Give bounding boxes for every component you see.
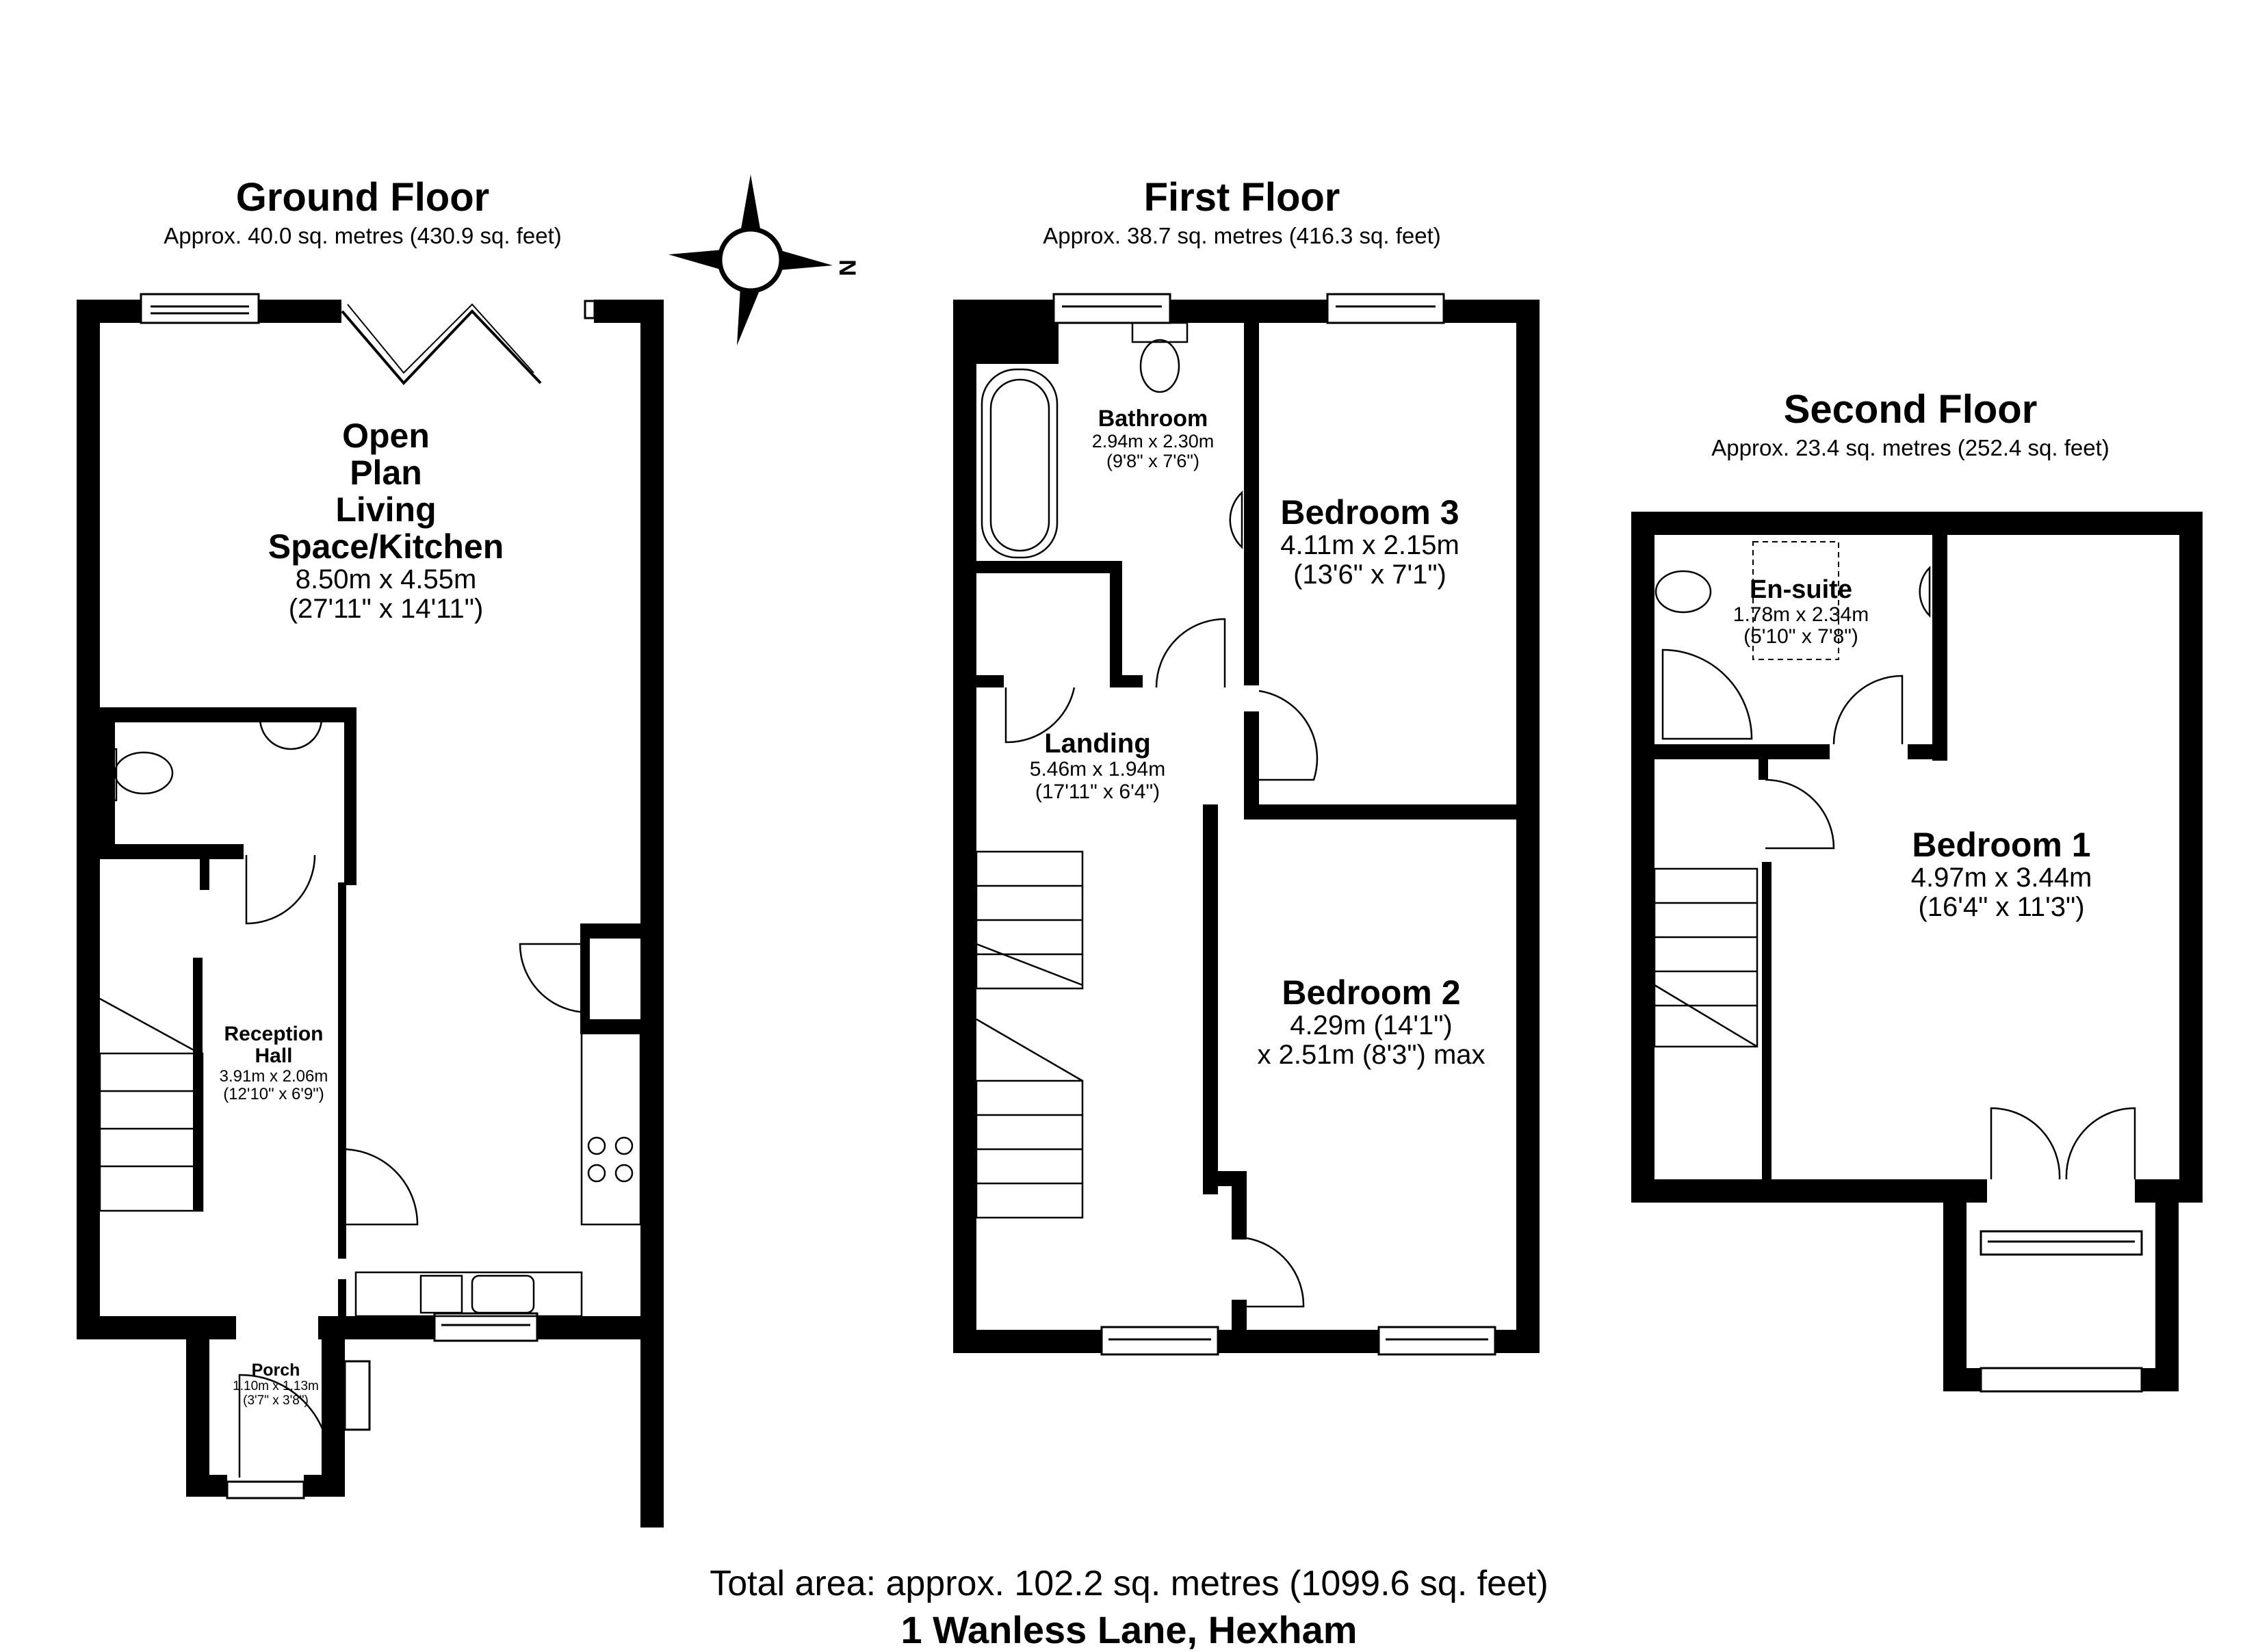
room-name: Bathroom: [1098, 406, 1208, 432]
window: [433, 1312, 538, 1342]
room-dimensions-imperial: (12'10" x 6'9"): [223, 1084, 324, 1103]
room-name: Open: [342, 417, 430, 455]
room-name: Reception: [224, 1023, 324, 1045]
floor-area: Approx. 23.4 sq. metres (252.4 sq. feet): [1711, 434, 2110, 460]
room-dimensions-metric: 4.97m x 3.44m: [1910, 863, 2092, 893]
property-address: 1 Wanless Lane, Hexham: [900, 1608, 1358, 1651]
room-en-suite: En-suite 1.78m x 2.34m (5'10" x 7'8"): [1733, 575, 1869, 648]
room-dimensions-imperial: (16'4" x 11'3"): [1918, 892, 2085, 923]
window: [1377, 1326, 1496, 1356]
ground-floor-walls: [77, 300, 664, 1528]
north-arrow-icon: [669, 174, 833, 345]
floor-heading-ground: Ground Floor Approx. 40.0 sq. metres (43…: [164, 176, 561, 248]
room-name: Plan: [350, 454, 422, 492]
staircase: [99, 997, 204, 1212]
room-dimensions-imperial: (27'11" x 14'11"): [288, 594, 484, 625]
room-dimensions-imperial: (9'8" x 7'6"): [1106, 450, 1200, 471]
first-floor-walls: [953, 300, 1540, 1353]
room-dimensions-imperial: x 2.51m (8'3") max: [1257, 1040, 1485, 1071]
room-bedroom-2: Bedroom 2 4.29m (14'1") x 2.51m (8'3") m…: [1257, 974, 1485, 1070]
room-bathroom: Bathroom 2.94m x 2.30m (9'8" x 7'6"): [1092, 406, 1215, 471]
floor-heading-first: First Floor Approx. 38.7 sq. metres (416…: [1043, 176, 1440, 248]
floor-title: Ground Floor: [235, 175, 490, 220]
room-reception-hall: Reception Hall 3.91m x 2.06m (12'10" x 6…: [220, 1023, 328, 1103]
room-dimensions-imperial: (13'6" x 7'1"): [1293, 560, 1446, 590]
room-porch: Porch 1.10m x 1.13m (3'7" x 3'8"): [233, 1361, 319, 1408]
room-dimensions-metric: 1.78m x 2.34m: [1733, 603, 1869, 627]
room-dimensions-metric: 4.29m (14'1"): [1290, 1010, 1453, 1040]
staircase: [975, 850, 1084, 1219]
floor-heading-second: Second Floor Approx. 23.4 sq. metres (25…: [1711, 387, 2110, 460]
room-name: Hall: [255, 1045, 293, 1068]
room-landing: Landing 5.46m x 1.94m (17'11" x 6'4"): [1030, 729, 1165, 803]
room-name: Space/Kitchen: [268, 527, 504, 566]
room-name: Bedroom 1: [1912, 826, 2091, 864]
room-name: Living: [335, 490, 437, 529]
floor-title: First Floor: [1143, 175, 1340, 220]
window: [1326, 293, 1445, 324]
room-dimensions-metric: 8.50m x 4.55m: [295, 564, 477, 594]
room-bedroom-3: Bedroom 3 4.11m x 2.15m (13'6" x 7'1"): [1280, 494, 1459, 590]
floor-area: Approx. 40.0 sq. metres (430.9 sq. feet): [164, 222, 562, 248]
total-area: Total area: approx. 102.2 sq. metres (10…: [710, 1564, 1548, 1603]
north-label: N: [833, 259, 860, 276]
window: [1100, 1326, 1219, 1356]
room-name: En-suite: [1750, 575, 1852, 604]
room-open-plan-living: Open Plan Living Space/Kitchen 8.50m x 4…: [268, 417, 504, 624]
window: [140, 293, 260, 324]
room-bedroom-1: Bedroom 1 4.97m x 3.44m (16'4" x 11'3"): [1911, 826, 2092, 922]
room-name: Porch: [251, 1361, 300, 1380]
room-dimensions-metric: 2.94m x 2.30m: [1091, 430, 1215, 451]
room-dimensions-imperial: (5'10" x 7'8"): [1743, 625, 1858, 648]
staircase: [1653, 867, 1759, 1048]
window: [1980, 1367, 2143, 1393]
room-dimensions-metric: 1.10m x 1.13m: [233, 1379, 319, 1393]
room-name: Bedroom 3: [1280, 493, 1459, 532]
window: [1980, 1230, 2143, 1256]
window: [343, 1360, 371, 1431]
room-dimensions-metric: 5.46m x 1.94m: [1029, 758, 1166, 781]
door-sill: [226, 1480, 305, 1499]
floor-title: Second Floor: [1783, 387, 2038, 432]
floor-area: Approx. 38.7 sq. metres (416.3 sq. feet): [1043, 222, 1441, 248]
window: [1052, 293, 1171, 324]
room-dimensions-imperial: (3'7" x 3'8"): [243, 1393, 309, 1408]
second-floor-walls: [1631, 512, 2203, 1391]
room-dimensions-imperial: (17'11" x 6'4"): [1035, 780, 1160, 803]
room-name: Bedroom 2: [1282, 973, 1461, 1012]
room-name: Landing: [1044, 729, 1151, 759]
room-dimensions-metric: 3.91m x 2.06m: [219, 1066, 328, 1086]
room-dimensions-metric: 4.11m x 2.15m: [1280, 530, 1459, 560]
